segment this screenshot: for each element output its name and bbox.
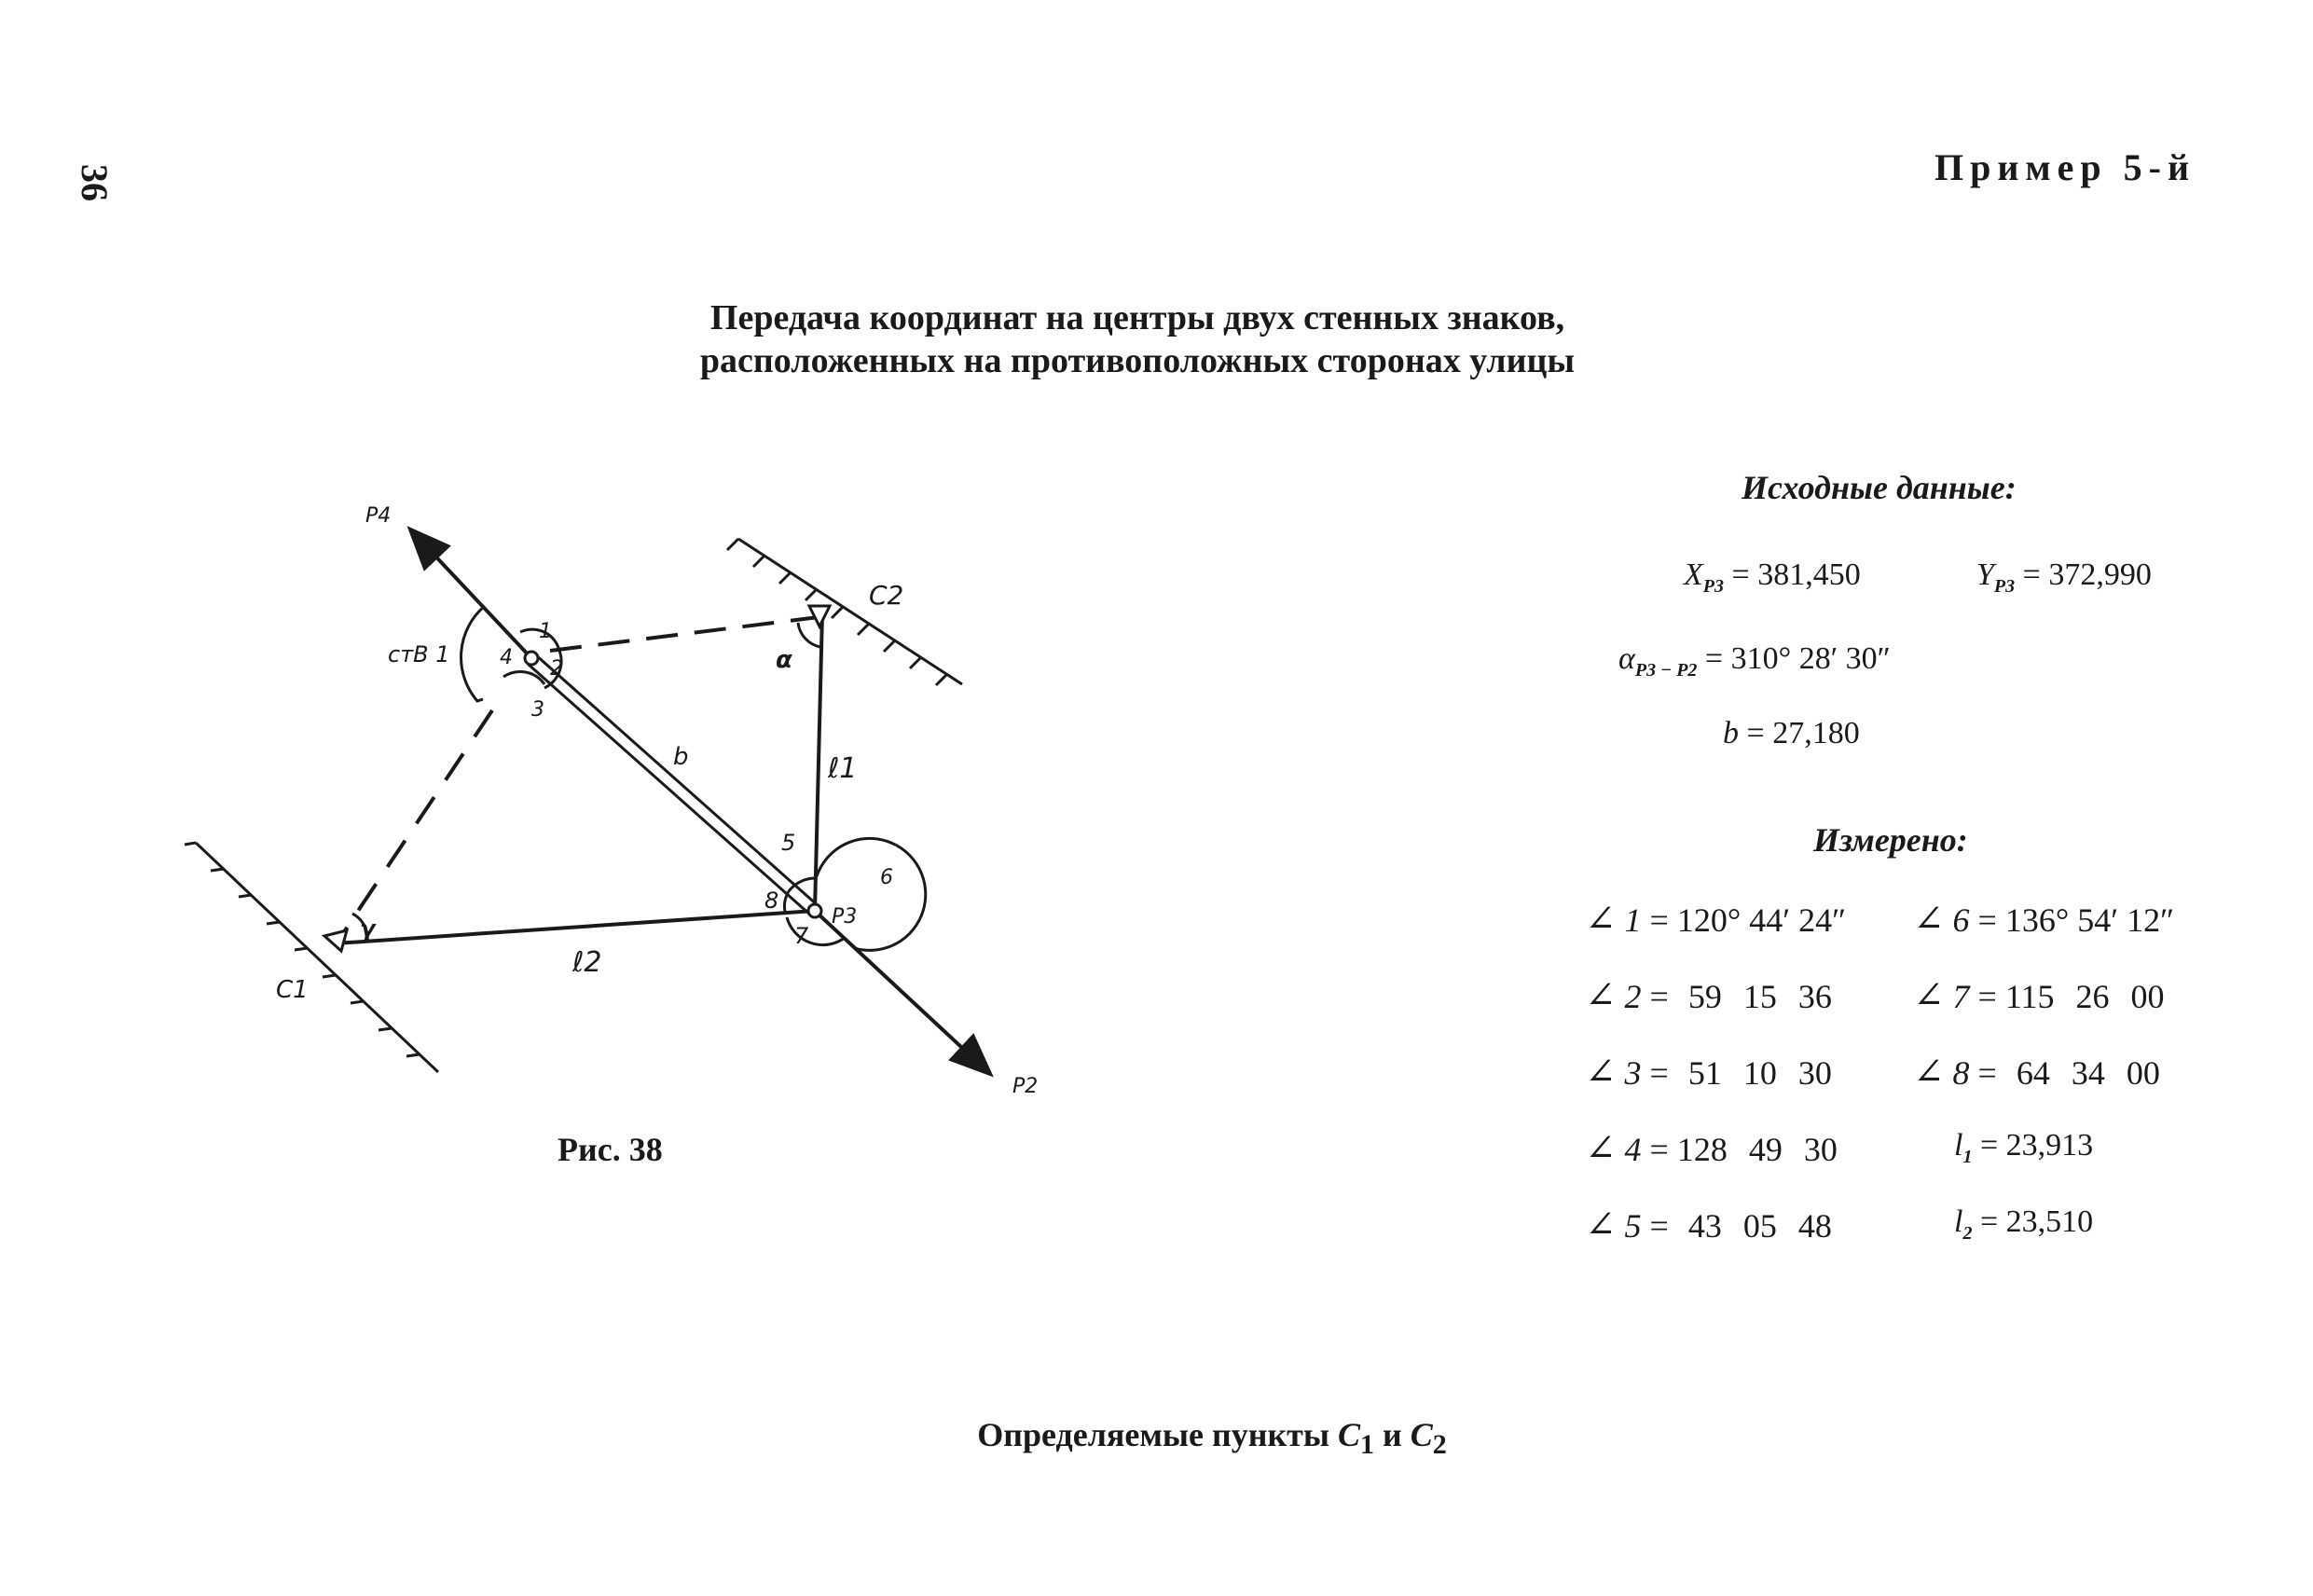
title-line-2: расположенных на противоположных сторона…	[699, 341, 1576, 380]
label-angle-7: 7	[794, 923, 809, 949]
l2-label: l	[1954, 1204, 1963, 1239]
angle-row-7: ∠ 7 = 115 26 00	[1913, 974, 2165, 1016]
angle-row-1: ∠ 1 = 120° 44′ 24″	[1585, 898, 1847, 940]
page-title: Передача координат на центры двух стенны…	[578, 296, 1697, 382]
alpha-value: 310° 28′ 30″	[1730, 641, 1891, 676]
b-value: 27,180	[1772, 716, 1860, 750]
angle-symbol: ∠	[1913, 898, 1945, 940]
label-station: стВ 1	[388, 641, 450, 667]
dashed-station-c1	[339, 709, 494, 938]
angle-arc-alpha	[796, 622, 821, 649]
angle-symbol: ∠	[1585, 1051, 1617, 1093]
label-angle-4: 4	[500, 646, 513, 669]
l1-value: 23,913	[2005, 1128, 2094, 1163]
line-b-outer	[534, 653, 819, 908]
line-p3-p4-arrow	[406, 526, 533, 660]
given-y: YP3 = 372,990	[1976, 557, 2152, 597]
alpha-label: α	[1618, 641, 1635, 676]
angle-symbol: ∠	[1585, 974, 1617, 1016]
angle-row-2: ∠ 2 = 59 15 36	[1585, 974, 1832, 1016]
point-c1-sub: 1	[1360, 1429, 1374, 1461]
given-alpha: αP3 − P2 = 310° 28′ 30″	[1618, 641, 1891, 681]
label-b: b	[673, 743, 689, 771]
angle-arcs-station	[460, 604, 563, 703]
point-c2-sub: 2	[1432, 1429, 1447, 1461]
line-l2	[335, 909, 816, 945]
angle-symbol: ∠	[1913, 974, 1945, 1016]
label-angle-8: 8	[764, 887, 778, 914]
angle-symbol: ∠	[1913, 1051, 1945, 1093]
measured-l1: l1 = 23,913	[1954, 1128, 2094, 1167]
figure-caption: Рис. 38	[558, 1131, 663, 1168]
given-x: XP3 = 381,450	[1684, 557, 1861, 597]
determined-text: Определяемые пункты	[977, 1416, 1329, 1453]
title-line-1: Передача координат на центры двух стенны…	[709, 298, 1565, 337]
given-heading: Исходные данные:	[1742, 469, 2017, 506]
example-label: Пример 5-й	[1934, 146, 2196, 188]
label-l1: ℓ1	[827, 752, 857, 785]
angle-row-3: ∠ 3 = 51 10 30	[1585, 1051, 1832, 1093]
angle-row-6: ∠ 6 = 136° 54′ 12″	[1913, 898, 2175, 940]
angle-row-8: ∠ 8 = 64 34 00	[1913, 1051, 2160, 1093]
y-value: 372,990	[2048, 557, 2152, 592]
angle-row-4: ∠ 4 = 128 49 30	[1585, 1127, 1838, 1169]
y-subscript: P3	[1993, 575, 2016, 597]
x-subscript: P3	[1702, 575, 1724, 597]
y-label: Y	[1976, 557, 1994, 592]
label-p4: P4	[365, 504, 391, 528]
angle-arc-gamma	[351, 912, 369, 942]
wall-c1-hatch	[184, 841, 440, 1074]
l1-label: l	[1954, 1128, 1963, 1163]
angle-symbol: ∠	[1585, 1127, 1617, 1169]
point-p3	[806, 902, 823, 919]
line-l1	[813, 612, 824, 912]
label-alpha: α	[776, 646, 792, 674]
measured-l2: l2 = 23,510	[1954, 1204, 2094, 1244]
angle-symbol: ∠	[1585, 898, 1617, 940]
label-angle-6: 6	[880, 866, 893, 889]
label-angle-5: 5	[781, 830, 795, 856]
label-p2: P2	[1012, 1075, 1038, 1098]
conjunction: и	[1383, 1416, 1402, 1453]
angle-symbol: ∠	[1585, 1204, 1617, 1245]
label-c1: C1	[276, 976, 309, 1004]
line-b-inner	[527, 662, 812, 917]
label-gamma: γ	[360, 915, 377, 942]
x-value: 381,450	[1757, 557, 1861, 592]
page-number: 36	[74, 164, 116, 201]
given-b: b = 27,180	[1723, 716, 1860, 750]
point-c2-triangle	[806, 604, 833, 630]
label-angle-1: 1	[539, 620, 552, 643]
l1-subscript: 1	[1962, 1146, 1973, 1167]
x-label: X	[1684, 557, 1703, 592]
line-p3-p2-arrow	[813, 909, 994, 1078]
b-label: b	[1723, 716, 1739, 750]
point-c2-name: C	[1410, 1416, 1433, 1453]
station-point	[523, 650, 540, 667]
l2-value: 23,510	[2005, 1204, 2094, 1239]
dashed-station-c2	[549, 615, 819, 653]
l2-subscript: 2	[1962, 1222, 1973, 1244]
wall-c2-hatch	[725, 537, 963, 687]
point-c1-name: C	[1337, 1416, 1360, 1453]
angle-row-5: ∠ 5 = 43 05 48	[1585, 1204, 1832, 1245]
point-c1-triangle	[321, 928, 350, 954]
angle-arcs-p3	[783, 836, 928, 952]
label-c2: C2	[869, 580, 903, 611]
label-l2: ℓ2	[571, 946, 601, 979]
label-p3: P3	[832, 905, 857, 929]
label-angle-2: 2	[550, 657, 563, 681]
measured-heading: Измерено:	[1813, 821, 1968, 859]
determined-points: Определяемые пункты C1 и C2	[932, 1415, 1492, 1461]
alpha-subscript: P3 − P2	[1634, 659, 1698, 681]
survey-diagram: P4 P2 P3 C2 C1 стВ 1 b ℓ1 ℓ2 α γ 1 2 3 4…	[184, 504, 1038, 1098]
label-angle-3: 3	[531, 698, 544, 722]
